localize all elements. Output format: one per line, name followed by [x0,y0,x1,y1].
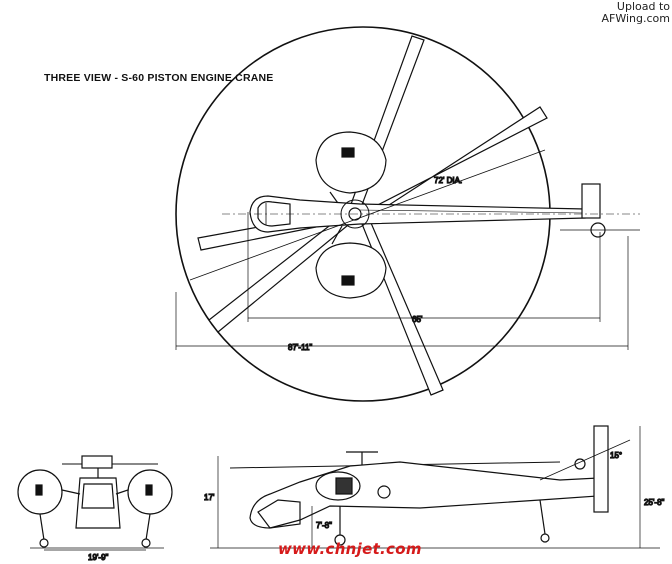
dim-65-label: 65' [412,315,423,324]
wheel-front-right [141,538,151,548]
strut-front-right [115,489,129,495]
blade-tip [430,389,444,396]
engine-intake-lower [341,275,355,286]
top-view: 72' DIA. 65' 87'-11" [175,26,640,402]
boom-line [359,209,586,214]
fuselage-side [249,461,599,529]
side-view: 15° 17' 25'-8" 7'-8" [203,425,665,549]
wheel-side-tail [540,533,550,543]
engine-pods [315,131,387,299]
front-view: 19'-9" [17,455,173,563]
cockpit-side [257,499,301,529]
tail-gear-side [539,499,546,535]
dim-overall-label: 87'-11" [288,343,312,352]
drawing-title: THREE VIEW - S-60 PISTON ENGINE CRANE [44,72,274,84]
gear-front-right [145,513,151,541]
engine-pod-upper [315,131,387,194]
height-17-label: 17' [204,493,215,502]
watermark: www.chnjet.com [278,540,422,558]
vertical-fin [581,183,601,219]
rotor-diameter-line [189,149,546,281]
strut-front-left [61,489,81,495]
engine-intake-upper [341,147,355,158]
wheel-side-main [334,534,346,546]
engine-pod-lower [315,242,387,299]
wheel-front-left [39,538,49,548]
upload-line-1: Upload to [616,0,670,13]
tail-rotor-hub-side [574,458,586,470]
upload-credit: Upload to AFWing.com [602,1,671,25]
pod-strut-lower [331,225,343,245]
engine-detail-side [335,477,353,495]
tail-angle-label: 15° [610,451,622,460]
blade-4 [359,215,444,396]
tail-fin-side [593,425,609,513]
rotor-diameter-label: 72' DIA. [434,176,462,185]
windscreen-front [81,483,115,509]
exhaust-side [377,485,391,499]
intake-front-right [145,484,153,496]
gear-height-label: 7'-8" [316,521,332,530]
upload-line-2: AFWing.com [601,12,671,25]
gear-front-left [39,513,45,541]
intake-front-left [35,484,43,496]
tail-angle-line [539,439,631,481]
fuselage-front [75,477,121,529]
rotor-head-front [81,455,113,469]
height-25-label: 25'-8" [644,498,665,507]
cockpit-glazing [257,201,291,227]
front-width-label: 19'-9" [88,553,109,562]
